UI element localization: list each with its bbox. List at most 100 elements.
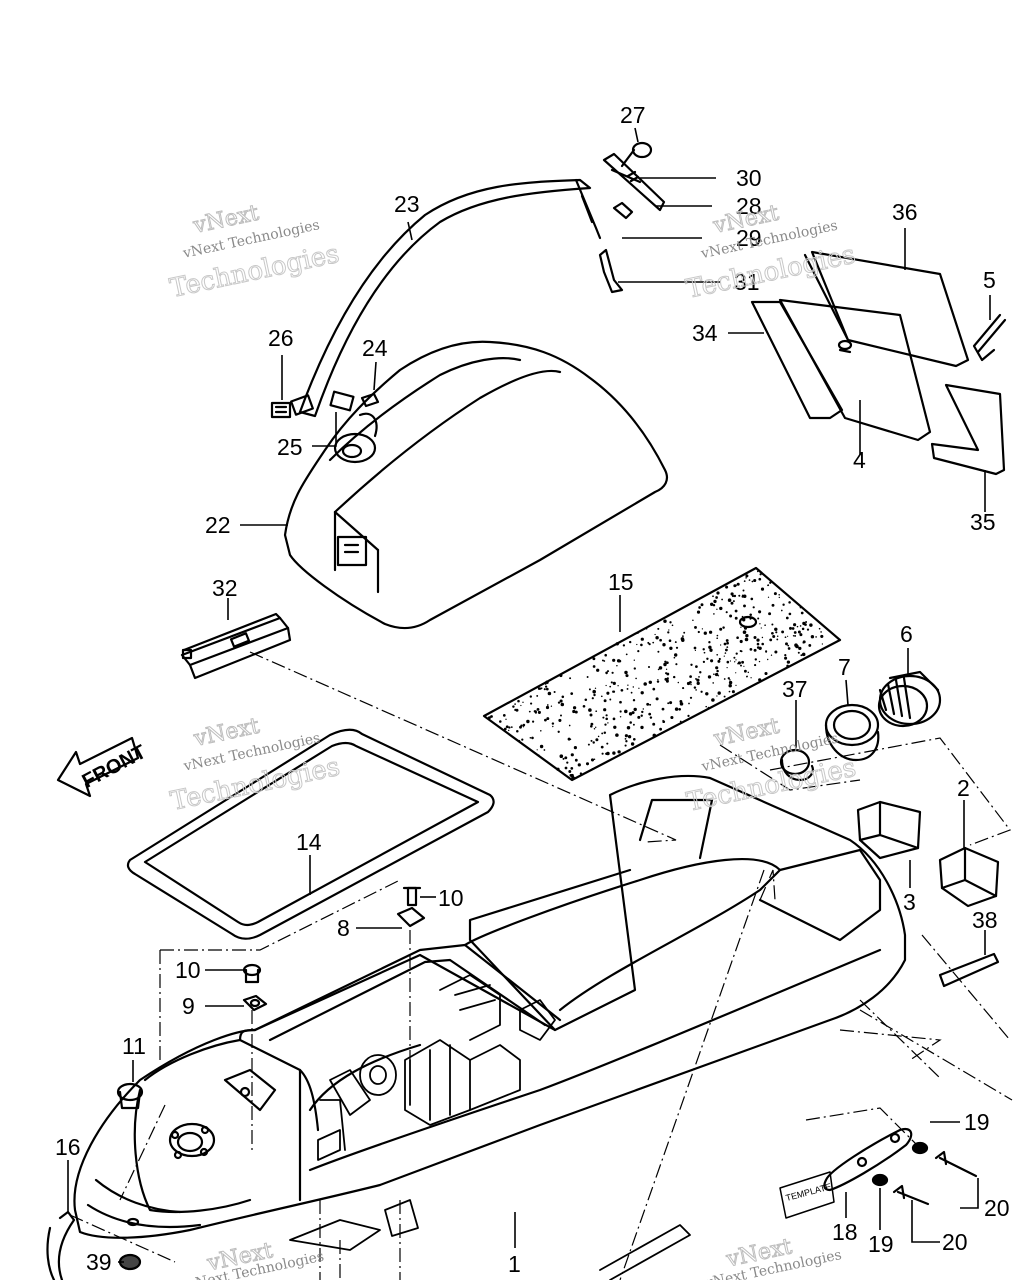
mat-speck [606,751,610,756]
mat-speck [716,634,719,637]
mat-speck [799,606,802,609]
mat-speck [756,638,760,642]
mat-speck [695,689,697,691]
callout-27: 27 [620,102,646,128]
mat-speck [577,763,581,767]
mat-speck [613,725,617,729]
mat-speck [737,661,741,665]
mat-speck [672,675,676,679]
mat-speck [551,722,555,725]
mat-speck [547,691,552,696]
mat-speck [723,695,726,698]
mat-speck [517,699,520,703]
mat-speck [553,690,556,694]
mat-speck [564,756,568,760]
mat-speck [692,619,694,622]
mat-speck [522,701,524,703]
mat-speck [605,714,608,717]
mat-speck [659,727,662,731]
mat-speck [711,698,715,702]
mat-speck [696,681,700,686]
mat-speck [656,680,660,683]
mat-speck [771,631,774,635]
mat-speck [713,599,717,604]
mat-speck [570,692,574,695]
mat-speck [765,651,767,653]
callout-39: 39 [86,1249,112,1275]
mat-speck [735,652,738,655]
mat-speck [664,660,667,663]
mat-speck [604,723,607,726]
mat-speck [697,630,700,634]
callout-26: 26 [268,325,294,351]
mat-speck [798,646,802,651]
mat-speck [705,705,707,708]
mat-speck [671,624,674,627]
mat-speck [537,687,541,690]
callout-18: 18 [832,1219,858,1245]
mat-speck [638,687,640,689]
mat-speck [725,611,728,614]
mat-speck [725,639,729,642]
mat-speck [751,580,754,583]
mat-speck [646,702,650,706]
mat-speck [690,663,693,666]
mat-speck [785,642,788,646]
mat-speck [682,687,685,690]
mat-speck [695,677,697,680]
mat-speck [600,745,604,749]
mat-speck [640,637,644,641]
mat-speck [574,710,578,714]
mat-speck [586,676,589,678]
mat-speck [659,638,662,642]
mat-speck [731,594,735,598]
mat-speck [726,660,730,664]
mat-speck [668,639,672,642]
mat-speck [732,600,735,603]
pin-38 [938,952,1000,988]
mat-speck [636,643,638,646]
mat-speck [694,625,697,629]
mat-speck [728,690,731,693]
mat-speck [573,746,577,750]
mat-speck [726,641,729,645]
mat-speck [569,677,572,680]
mat-speck [674,653,678,657]
mat-speck [670,715,674,720]
mat-speck [604,653,607,657]
mat-speck [574,758,578,762]
mat-speck [698,606,701,609]
watermark: vNext vNext Technologies Technologies [167,200,343,304]
mat-speck [802,640,806,644]
mat-speck [797,630,801,634]
mat-speck [741,595,744,598]
mat-speck [774,627,778,632]
mat-speck [557,701,561,704]
storage-lid-panels [750,250,1007,476]
callout-37: 37 [782,676,808,702]
mat-speck [695,665,698,668]
mat-speck [787,635,789,637]
mat-speck [637,715,641,719]
assembly-lines [69,651,1013,1280]
mat-speck [657,678,659,681]
mat-speck [490,715,493,718]
mat-speck [778,594,780,596]
callout-19b: 19 [868,1231,894,1257]
mat-speck [758,660,761,663]
mat-speck [591,768,594,770]
mat-speck [769,638,773,642]
mat-speck [661,707,665,711]
mat-speck [643,682,647,686]
mat-speck [744,637,749,642]
mat-speck [680,637,685,641]
mat-speck [619,710,622,713]
mat-speck [757,617,760,620]
mat-speck [626,687,629,690]
mat-speck [624,670,628,675]
mat-speck [558,718,562,722]
mat-speck [793,623,797,627]
mat-speck [736,582,740,586]
mat-speck [789,626,792,630]
mat-speck [743,626,748,630]
